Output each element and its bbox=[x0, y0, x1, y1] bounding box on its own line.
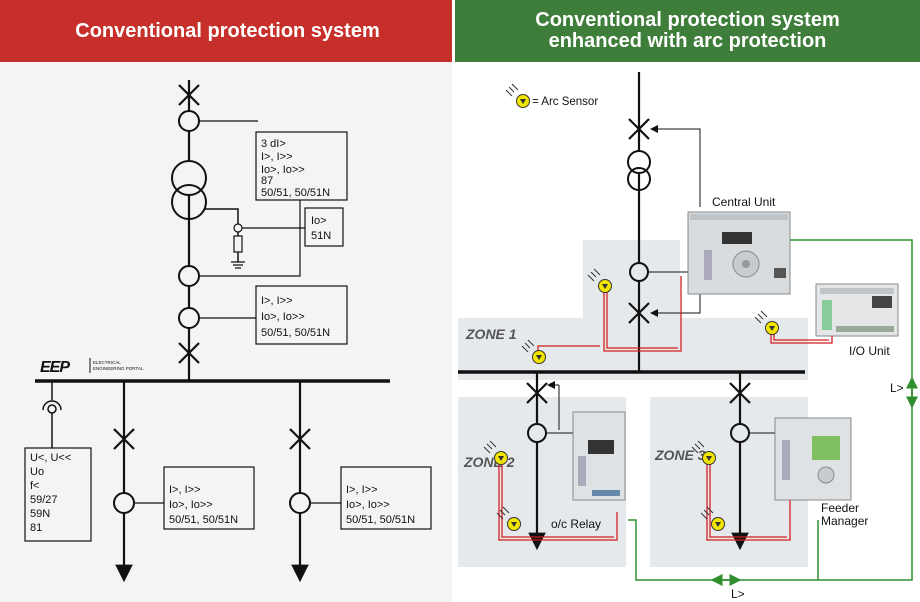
relay-voltage-line6: 81 bbox=[30, 522, 42, 534]
arc-sensor-legend: = Arc Sensor bbox=[505, 83, 598, 108]
central-unit-label: Central Unit bbox=[712, 195, 776, 209]
central-unit-device bbox=[687, 211, 791, 295]
eep-logo-line2: ENGINEERING PORTAL bbox=[93, 366, 144, 371]
relay-51n-line2: 51N bbox=[311, 230, 331, 242]
light-link-right-label: L> bbox=[890, 381, 904, 395]
left-header: Conventional protection system bbox=[0, 0, 455, 62]
relay-51n-box bbox=[304, 207, 344, 247]
left-header-title: Conventional protection system bbox=[75, 19, 380, 42]
relay-87-line3: Io>, Io>> bbox=[261, 164, 305, 176]
transformer bbox=[171, 160, 207, 220]
relay-51n-line1: Io> bbox=[311, 215, 327, 227]
relay-feeder1-line2: Io>, Io>> bbox=[169, 499, 213, 511]
right-header-title-line1: Conventional protection system bbox=[535, 9, 840, 31]
voltage-transformer bbox=[42, 381, 62, 448]
relay-feeder1-box bbox=[163, 466, 255, 530]
relay-feeder2-line3: 50/51, 50/51N bbox=[346, 514, 415, 526]
ct-lv bbox=[178, 265, 200, 287]
relay-voltage-box bbox=[24, 447, 92, 542]
relay-incomer-line3: 50/51, 50/51N bbox=[261, 327, 330, 339]
relay-incomer-line1: I>, I>> bbox=[261, 295, 293, 307]
ct-main bbox=[629, 262, 649, 282]
relay-87-line5: 50/51, 50/51N bbox=[261, 187, 330, 199]
eep-logo: EEP ELECTRICAL ENGINEERING PORTAL bbox=[40, 358, 144, 376]
relay-feeder1-line1: I>, I>> bbox=[169, 484, 201, 496]
left-single-line-diagram: 3 dI> I>, I>> Io>, Io>> 87 50/51, 50/51N… bbox=[24, 80, 432, 583]
ct-top bbox=[178, 110, 200, 132]
oc-relay-device bbox=[572, 411, 626, 501]
relay-87-line1: 3 dI> bbox=[261, 138, 286, 150]
zone2-sensor-wiring bbox=[498, 461, 618, 541]
io-unit-device bbox=[815, 283, 899, 337]
relay-87-line4: 87 bbox=[261, 175, 273, 187]
zone3-label: ZONE 3 bbox=[654, 447, 706, 463]
relay-incomer-line2: Io>, Io>> bbox=[261, 311, 305, 323]
feeder-manager-device bbox=[774, 417, 852, 501]
relay-voltage-line4: 59/27 bbox=[30, 494, 58, 506]
relay-87-line2: I>, I>> bbox=[261, 151, 293, 163]
eep-logo-line1: ELECTRICAL bbox=[93, 360, 121, 365]
light-link-bottom-label: L> bbox=[731, 587, 745, 601]
zone1-area bbox=[458, 240, 808, 380]
right-header-title-line2: enhanced with arc protection bbox=[548, 30, 827, 52]
zone3-sensor-wiring bbox=[706, 461, 791, 541]
feeder-2 bbox=[288, 381, 341, 583]
feeder-zone3 bbox=[728, 372, 775, 551]
oc-relay-label: o/c Relay bbox=[551, 517, 601, 531]
relay-voltage-line1: U<, U<< bbox=[30, 452, 71, 464]
right-header: Conventional protection system enhanced … bbox=[455, 0, 920, 62]
ct-incomer bbox=[178, 307, 200, 329]
relay-voltage-line2: Uo bbox=[30, 466, 44, 478]
neutral-earthing bbox=[204, 208, 305, 269]
relay-voltage-line5: 59N bbox=[30, 508, 50, 520]
feeder-1 bbox=[112, 381, 164, 583]
transformer-right bbox=[627, 150, 651, 191]
relay-feeder2-box bbox=[340, 466, 432, 530]
feeder-zone2 bbox=[525, 372, 573, 551]
eep-logo-mark: EEP bbox=[40, 359, 70, 376]
relay-feeder2-line2: Io>, Io>> bbox=[346, 499, 390, 511]
panel-separator bbox=[452, 0, 455, 602]
relay-voltage-line3: f< bbox=[30, 480, 39, 492]
legend-text: = Arc Sensor bbox=[532, 96, 598, 108]
io-unit-label: I/O Unit bbox=[849, 344, 890, 358]
feeder-manager-label-1: Feeder bbox=[821, 501, 859, 515]
right-arc-diagram: ZONE 1 ZONE 2 ZONE 3 = Arc Sensor bbox=[458, 72, 918, 601]
zone1-label: ZONE 1 bbox=[465, 326, 517, 342]
feeder-manager-label-2: Manager bbox=[821, 514, 868, 528]
relay-feeder2-line1: I>, I>> bbox=[346, 484, 378, 496]
light-links bbox=[628, 239, 918, 586]
relay-87-box bbox=[255, 131, 348, 201]
relay-incomer-box bbox=[255, 285, 348, 345]
relay-feeder1-line3: 50/51, 50/51N bbox=[169, 514, 238, 526]
